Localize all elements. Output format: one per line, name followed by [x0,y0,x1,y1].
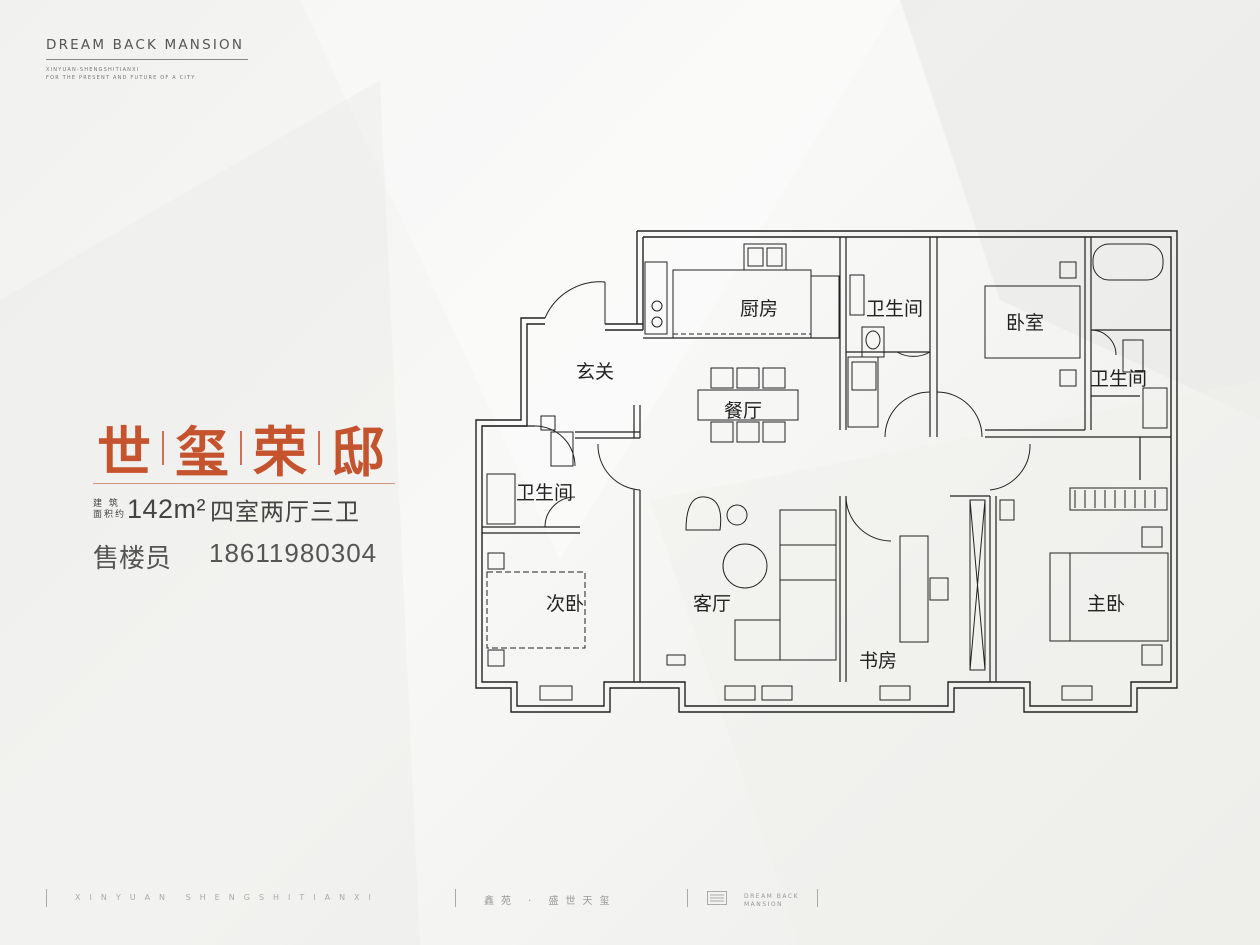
bedroom-furniture [984,243,1168,429]
second-bedroom-bed [486,552,586,667]
room-label-master-bedroom: 主卧 [1087,593,1126,615]
kitchen-fixtures [644,243,840,339]
top-bath-fixtures [847,274,885,428]
door-swings [534,281,1117,542]
footer-divider [455,889,456,907]
room-label-bath-right: 卫生间 [1090,368,1148,390]
unit-area: 142m² [127,494,207,524]
title-char: 玺 [175,420,229,484]
room-label-foyer: 玄关 [576,361,615,383]
room-label-bath-left: 卫生间 [516,482,574,504]
interior-walls [482,237,1171,682]
project-title: 世 玺 荣 邸 [93,408,389,487]
room-label-study: 书房 [859,650,898,672]
living-furniture [666,496,837,666]
room-label-second-bedroom: 次卧 [546,593,585,615]
sales-agent-label: 售楼员 [93,544,172,574]
footer-divider [687,889,688,907]
title-char: 邸 [331,420,385,484]
footer-logo-line-1: DREAM BACK [744,893,800,900]
footer-divider [817,889,818,907]
master-furniture [999,487,1169,666]
area-label-line-2: 面积约 [93,509,127,520]
brand-subline-2: FOR THE PRESENT AND FUTURE OF A CITY [46,75,196,81]
title-separator [318,430,320,465]
title-underline [93,483,395,484]
study-furniture [899,499,986,671]
sales-phone[interactable]: 18611980304 [209,538,378,568]
unit-layout: 四室两厅三卫 [210,498,361,526]
footer-pinyin: XINYUAN SHENGSHITIANXI [75,893,380,902]
footer-bar: XINYUAN SHENGSHITIANXI 鑫苑 · 盛世天玺 DREAM B… [0,883,1260,913]
title-separator [162,430,164,465]
brand-english-title: DREAM BACK MANSION [46,37,245,53]
sales-contact: 售楼员 18611980304 [93,538,377,575]
footer-logo-line-2: MANSION [744,901,784,908]
footer-logo-text: DREAM BACK MANSION [744,893,799,909]
brand-subline-1: XINYUAN-SHENGSHITIANXI [46,67,140,73]
footer-logo-icon [707,891,727,905]
dining-table [697,367,799,443]
balcony-chairs [539,685,1093,701]
title-char: 世 [97,420,151,484]
title-separator [240,430,242,465]
brand-divider [46,59,248,60]
unit-spec: 建 筑 面积约 142m² 四室两厅三卫 [93,492,360,527]
footer-chinese-name: 鑫苑 · 盛世天玺 [484,896,617,907]
room-label-living: 客厅 [693,593,732,615]
left-bath-fixtures [486,415,574,525]
room-label-kitchen: 厨房 [740,298,779,320]
room-label-bedroom: 卧室 [1006,312,1045,334]
title-char: 荣 [253,420,307,484]
area-label: 建 筑 面积约 [93,499,127,521]
room-label-bath-top: 卫生间 [866,298,924,320]
room-label-dining: 餐厅 [724,400,763,422]
outer-walls [475,230,1178,713]
footer-divider [46,889,47,907]
area-label-line-1: 建 筑 [93,498,120,509]
